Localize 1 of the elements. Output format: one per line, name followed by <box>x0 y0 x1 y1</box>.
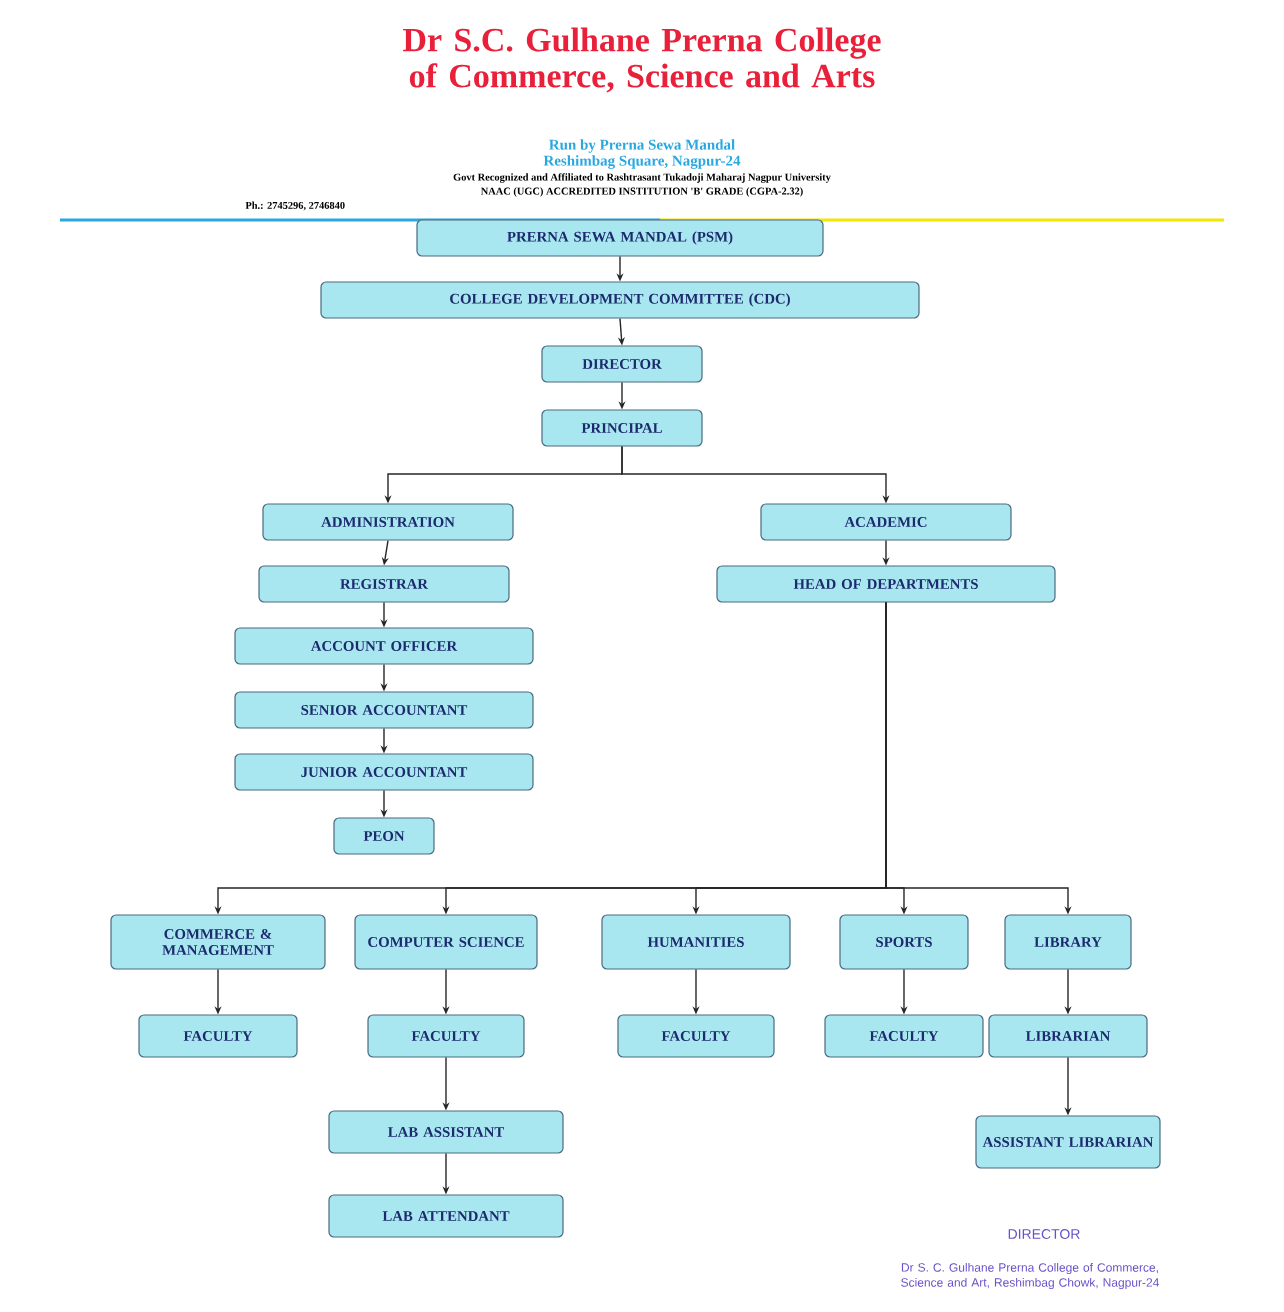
title: Dr S.C. Gulhane Prerna College of Commerce, Science and Arts <box>403 27 881 93</box>
